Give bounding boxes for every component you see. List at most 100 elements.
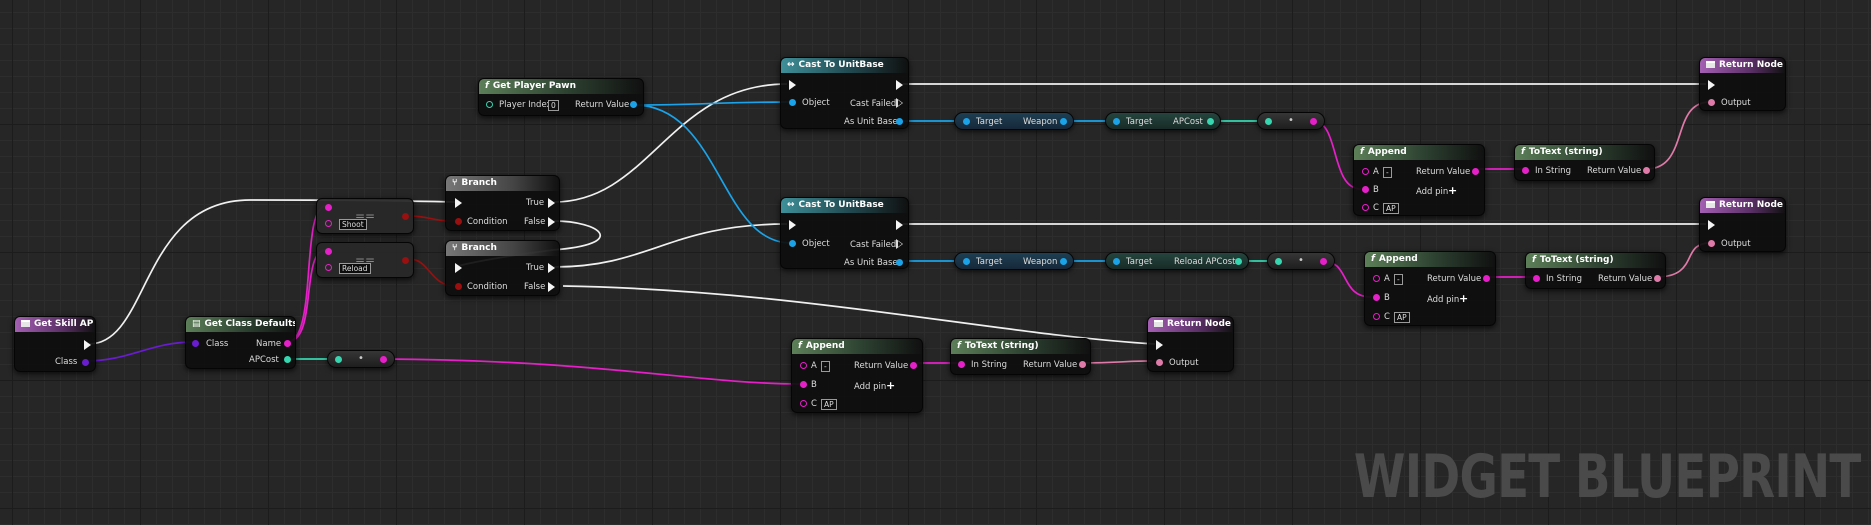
c-in-pin[interactable]: [1362, 204, 1369, 211]
a-in-pin[interactable]: [800, 362, 807, 369]
cast-failed-exec-out-pin[interactable]: [896, 98, 903, 108]
return-value-out-pin[interactable]: [910, 362, 917, 369]
false-exec-out-pin[interactable]: [548, 282, 555, 292]
condition-in-pin[interactable]: [455, 218, 462, 225]
return-node-2[interactable]: Return Node Output: [1699, 197, 1786, 252]
weapon-out-pin[interactable]: [1060, 118, 1067, 125]
exec-in-pin[interactable]: [455, 263, 462, 273]
return-value-out-pin[interactable]: [1654, 275, 1661, 282]
branch-node-1[interactable]: ⑂Branch True Condition False: [445, 175, 560, 231]
b-in-pin[interactable]: [325, 264, 332, 271]
c-value-field[interactable]: AP: [1383, 203, 1399, 214]
add-pin-button[interactable]: +: [1459, 292, 1469, 305]
true-exec-out-pin[interactable]: [548, 198, 555, 208]
c-in-pin[interactable]: [1373, 313, 1380, 320]
exec-in-pin[interactable]: [1708, 80, 1715, 90]
in-string-pin[interactable]: [1533, 275, 1540, 282]
exec-in-pin[interactable]: [789, 220, 796, 230]
weapon-out-pin[interactable]: [1060, 258, 1067, 265]
get-weapon-node-1[interactable]: Target Weapon: [954, 112, 1074, 130]
return-value-out-pin[interactable]: [630, 101, 637, 108]
reload-value-field[interactable]: Reload: [339, 263, 371, 274]
b-in-pin[interactable]: [1362, 186, 1369, 193]
equal-reload-node[interactable]: == Reload: [316, 242, 414, 278]
class-out-pin[interactable]: [82, 359, 89, 366]
exec-in-pin[interactable]: [1708, 220, 1715, 230]
name-out-pin[interactable]: [284, 340, 291, 347]
a-value-field[interactable]: -: [1394, 274, 1403, 285]
object-in-pin[interactable]: [789, 99, 796, 106]
float-to-string-node-2[interactable]: •: [1267, 252, 1335, 270]
get-class-defaults-node[interactable]: ▤Get Class Defaults Class Name APCost: [185, 316, 296, 369]
c-value-field[interactable]: AP: [1394, 312, 1410, 323]
a-value-field[interactable]: -: [1383, 167, 1392, 178]
return-value-out-pin[interactable]: [1472, 168, 1479, 175]
player-index-in-pin[interactable]: [486, 101, 493, 108]
get-weapon-node-2[interactable]: Target Weapon: [954, 252, 1074, 270]
in-string-pin[interactable]: [958, 361, 965, 368]
a-in-pin[interactable]: [325, 248, 332, 255]
c-value-field[interactable]: AP: [821, 399, 837, 410]
b-in-pin[interactable]: [1373, 294, 1380, 301]
target-in-pin[interactable]: [963, 258, 970, 265]
b-in-pin[interactable]: [325, 220, 332, 227]
as-unit-base-out-pin[interactable]: [896, 259, 903, 266]
return-node-3[interactable]: Return Node Output: [1147, 316, 1234, 372]
add-pin-button[interactable]: +: [886, 379, 896, 392]
branch-node-2[interactable]: ⑂Branch True Condition False: [445, 240, 560, 296]
a-in-pin[interactable]: [1373, 275, 1380, 282]
a-in-pin[interactable]: [1362, 168, 1369, 175]
b-in-pin[interactable]: [800, 381, 807, 388]
string-out-pin[interactable]: [380, 356, 387, 363]
float-in-pin[interactable]: [335, 356, 342, 363]
string-out-pin[interactable]: [1320, 258, 1327, 265]
apcost-out-pin[interactable]: [284, 356, 291, 363]
as-unit-base-out-pin[interactable]: [896, 118, 903, 125]
false-exec-out-pin[interactable]: [548, 217, 555, 227]
target-in-pin[interactable]: [1113, 118, 1120, 125]
output-in-pin[interactable]: [1708, 240, 1715, 247]
float-in-pin[interactable]: [1275, 258, 1282, 265]
shoot-value-field[interactable]: Shoot: [339, 219, 367, 230]
bool-out-pin[interactable]: [402, 213, 409, 220]
apcost-out-pin[interactable]: [1207, 118, 1214, 125]
exec-out-pin[interactable]: [896, 220, 903, 230]
c-in-pin[interactable]: [800, 400, 807, 407]
reload-apcost-out-pin[interactable]: [1235, 258, 1242, 265]
target-in-pin[interactable]: [963, 118, 970, 125]
a-value-field[interactable]: -: [821, 361, 830, 372]
get-skill-ap-node[interactable]: Get Skill AP Class: [14, 316, 96, 372]
condition-in-pin[interactable]: [455, 283, 462, 290]
cast-to-unitbase-node-2[interactable]: ↔Cast To UnitBase Object Cast Failed As …: [780, 197, 909, 269]
float-to-string-node-1[interactable]: •: [1257, 112, 1325, 130]
get-reload-apcost-node[interactable]: Target Reload APCost: [1105, 252, 1249, 270]
get-apcost-node[interactable]: Target APCost: [1105, 112, 1221, 130]
bool-out-pin[interactable]: [402, 257, 409, 264]
exec-in-pin[interactable]: [789, 80, 796, 90]
target-in-pin[interactable]: [1113, 258, 1120, 265]
player-index-field[interactable]: 0: [548, 100, 559, 111]
return-value-out-pin[interactable]: [1079, 361, 1086, 368]
exec-out-pin[interactable]: [84, 340, 91, 350]
add-pin-button[interactable]: +: [1448, 184, 1458, 197]
cast-to-unitbase-node-1[interactable]: ↔Cast To UnitBase Object Cast Failed As …: [780, 57, 909, 129]
exec-in-pin[interactable]: [1156, 340, 1163, 350]
object-in-pin[interactable]: [789, 240, 796, 247]
a-in-pin[interactable]: [325, 204, 332, 211]
class-in-pin[interactable]: [192, 340, 199, 347]
exec-out-pin[interactable]: [896, 80, 903, 90]
return-value-out-pin[interactable]: [1643, 167, 1650, 174]
in-string-pin[interactable]: [1522, 167, 1529, 174]
float-in-pin[interactable]: [1265, 118, 1272, 125]
return-node-1[interactable]: Return Node Output: [1699, 57, 1786, 111]
cast-failed-exec-out-pin[interactable]: [896, 239, 903, 249]
float-to-string-node-3[interactable]: •: [327, 350, 395, 368]
output-in-pin[interactable]: [1708, 99, 1715, 106]
